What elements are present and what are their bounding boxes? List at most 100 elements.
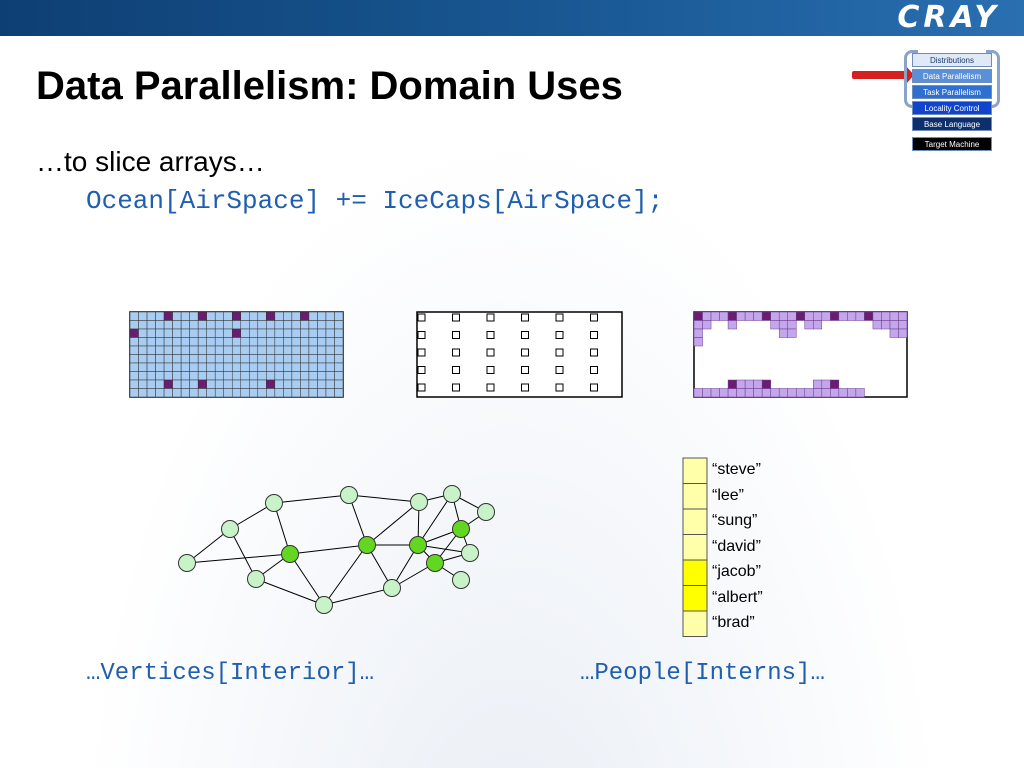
ocean-cell	[249, 328, 259, 338]
ocean-cell	[172, 337, 182, 347]
icecap-cell	[804, 320, 814, 330]
ocean-cell	[266, 362, 276, 372]
ocean-cell	[163, 311, 173, 321]
ocean-cell	[163, 337, 173, 347]
layer-locality-control: Locality Control	[912, 101, 992, 115]
ocean-cell	[283, 328, 293, 338]
person-name: “brad”	[712, 614, 755, 631]
icecap-cell	[787, 320, 797, 330]
graph-node	[383, 579, 401, 597]
ocean-cell	[274, 345, 284, 355]
icecap-cell	[898, 328, 908, 338]
ocean-cell	[231, 345, 242, 355]
ocean-cell	[180, 345, 190, 355]
sparse-cell	[452, 331, 460, 339]
ocean-cell	[266, 371, 276, 381]
icecap-cell	[804, 311, 814, 321]
ocean-cell	[129, 362, 139, 372]
ocean-cell	[129, 337, 139, 347]
ocean-cell	[266, 354, 276, 364]
ocean-cell	[172, 371, 182, 381]
graph-edge	[348, 494, 420, 503]
ocean-cell	[206, 311, 216, 321]
ocean-cell	[308, 345, 318, 355]
icecap-cell	[719, 311, 729, 321]
graph-edge	[229, 528, 257, 580]
sparse-cell	[417, 313, 426, 322]
ocean-cell	[291, 354, 301, 364]
ocean-cell	[223, 362, 233, 372]
people-cell	[682, 559, 708, 586]
ocean-cell	[172, 320, 182, 330]
person-name: “sung”	[712, 512, 758, 529]
icecap-cell	[778, 311, 788, 321]
ocean-cell	[257, 311, 267, 321]
icecap-cell	[753, 379, 763, 389]
ocean-cell	[240, 337, 250, 347]
ocean-cell	[334, 388, 344, 398]
ocean-cell	[283, 354, 293, 364]
icecap-cell	[719, 388, 729, 398]
icecap-cell	[787, 388, 797, 398]
sparse-cell	[590, 383, 598, 392]
people-cell	[682, 508, 708, 535]
icecap-cell	[787, 328, 797, 338]
ocean-cell	[240, 345, 250, 355]
icecap-cell	[847, 311, 857, 321]
layer-task-parallelism: Task Parallelism	[912, 85, 992, 99]
icecap-cell	[898, 320, 908, 330]
ocean-cell	[197, 371, 207, 381]
ocean-cell	[240, 328, 250, 338]
ocean-cell	[180, 362, 190, 372]
sparse-cell	[452, 313, 460, 322]
person-name: “albert”	[712, 588, 763, 606]
ocean-cell	[325, 371, 335, 381]
ocean-cell	[249, 362, 259, 372]
sparse-cell	[521, 366, 529, 374]
icecap-cell	[813, 320, 823, 330]
ocean-cell	[206, 371, 216, 381]
ocean-cell	[189, 388, 199, 398]
ocean-cell	[291, 337, 301, 347]
ocean-cell	[257, 345, 267, 355]
ocean-cell	[325, 362, 335, 372]
ocean-cell	[249, 371, 259, 381]
ocean-cell	[283, 320, 293, 330]
ocean-cell	[223, 354, 233, 364]
ocean-cell	[163, 362, 173, 372]
header-bar: CRAY	[0, 0, 1024, 36]
ocean-cell	[249, 320, 259, 330]
graph-edge	[186, 553, 291, 564]
ocean-cell	[274, 379, 284, 389]
ocean-cell	[206, 362, 216, 372]
ocean-cell	[197, 328, 207, 338]
ocean-cell	[197, 320, 207, 330]
ocean-cell	[325, 311, 335, 321]
graph-edge	[323, 587, 393, 606]
ocean-cell	[334, 337, 344, 347]
ocean-cell	[300, 388, 310, 398]
icecap-cell	[778, 320, 788, 330]
icecap-cell	[821, 311, 831, 321]
ocean-cell	[146, 337, 156, 347]
ocean-cell	[172, 354, 182, 364]
ocean-cell	[266, 328, 276, 338]
ocean-cell	[334, 371, 344, 381]
ocean-cell	[172, 328, 182, 338]
ocean-cell	[138, 371, 148, 381]
ocean-cell	[291, 388, 301, 398]
ocean-cell	[317, 311, 327, 321]
ocean-cell	[249, 388, 259, 398]
ocean-cell	[266, 320, 276, 330]
ocean-cell	[146, 320, 156, 330]
icecap-cell	[693, 337, 703, 347]
graph-edge	[323, 544, 368, 606]
sparse-cell	[417, 366, 426, 374]
icecap-cell	[804, 388, 814, 398]
ocean-cell	[146, 371, 156, 381]
code-line: Ocean[AirSpace] += IceCaps[AirSpace];	[86, 186, 664, 216]
ocean-cell	[146, 388, 156, 398]
icecap-cell	[838, 388, 848, 398]
ocean-cell	[189, 379, 199, 389]
